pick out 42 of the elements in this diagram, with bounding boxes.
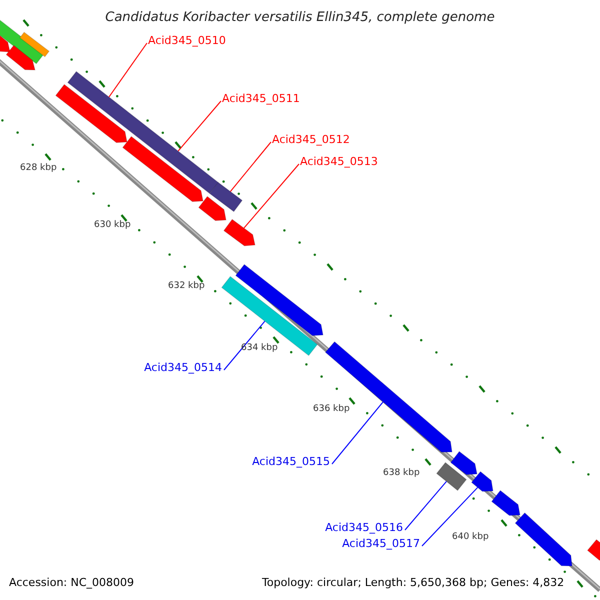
scale-label: 640 kbp bbox=[452, 533, 489, 542]
gene-bar bbox=[209, 182, 243, 212]
gene-bar bbox=[436, 462, 467, 491]
leader-line bbox=[178, 100, 222, 152]
gene-bar bbox=[19, 32, 50, 58]
gene-feature bbox=[6, 44, 36, 70]
genome-summary-text: Topology: circular; Length: 5,650,368 bp; Genes: 4,832 bbox=[262, 577, 564, 588]
gene-label: Acid345_0517 bbox=[342, 538, 420, 549]
gene-feature bbox=[491, 490, 520, 516]
gene-label: Acid345_0514 bbox=[144, 362, 222, 373]
scale-label: 630 kbp bbox=[94, 221, 131, 230]
gene-feature bbox=[586, 539, 600, 561]
gene-label: Acid345_0510 bbox=[148, 35, 226, 46]
gene-feature bbox=[514, 512, 572, 566]
gene-feature bbox=[122, 136, 204, 202]
scale-label: 638 kbp bbox=[383, 469, 420, 478]
title: Candidatus Koribacter versatilis Ellin345, complete genome bbox=[104, 11, 496, 24]
gene-bar bbox=[67, 70, 219, 194]
leader-line bbox=[224, 320, 266, 370]
gene-bar bbox=[221, 276, 318, 356]
leader-line bbox=[108, 42, 148, 98]
leader-line bbox=[230, 142, 272, 192]
leader-line bbox=[404, 480, 447, 530]
leader-line bbox=[422, 486, 478, 546]
gene-feature bbox=[235, 264, 324, 336]
scale-label: 636 kbp bbox=[313, 405, 350, 414]
gene-label: Acid345_0512 bbox=[272, 134, 350, 145]
gene-feature bbox=[470, 471, 494, 492]
gene-label: Acid345_0511 bbox=[222, 93, 300, 104]
scale-label: 628 kbp bbox=[20, 164, 57, 173]
gene-feature bbox=[198, 196, 226, 221]
leader-line bbox=[243, 164, 300, 229]
gene-label: Acid345_0515 bbox=[252, 456, 330, 467]
gene-label: Acid345_0513 bbox=[300, 156, 378, 167]
gene-feature bbox=[450, 450, 478, 476]
scale-label: 634 kbp bbox=[241, 344, 278, 353]
gene-label: Acid345_0516 bbox=[325, 522, 403, 533]
gene-feature bbox=[55, 84, 128, 144]
scale-label: 632 kbp bbox=[168, 282, 205, 291]
leader-line bbox=[332, 401, 384, 464]
gene-feature bbox=[223, 218, 256, 246]
accession-text: Accession: NC_008009 bbox=[9, 577, 134, 588]
